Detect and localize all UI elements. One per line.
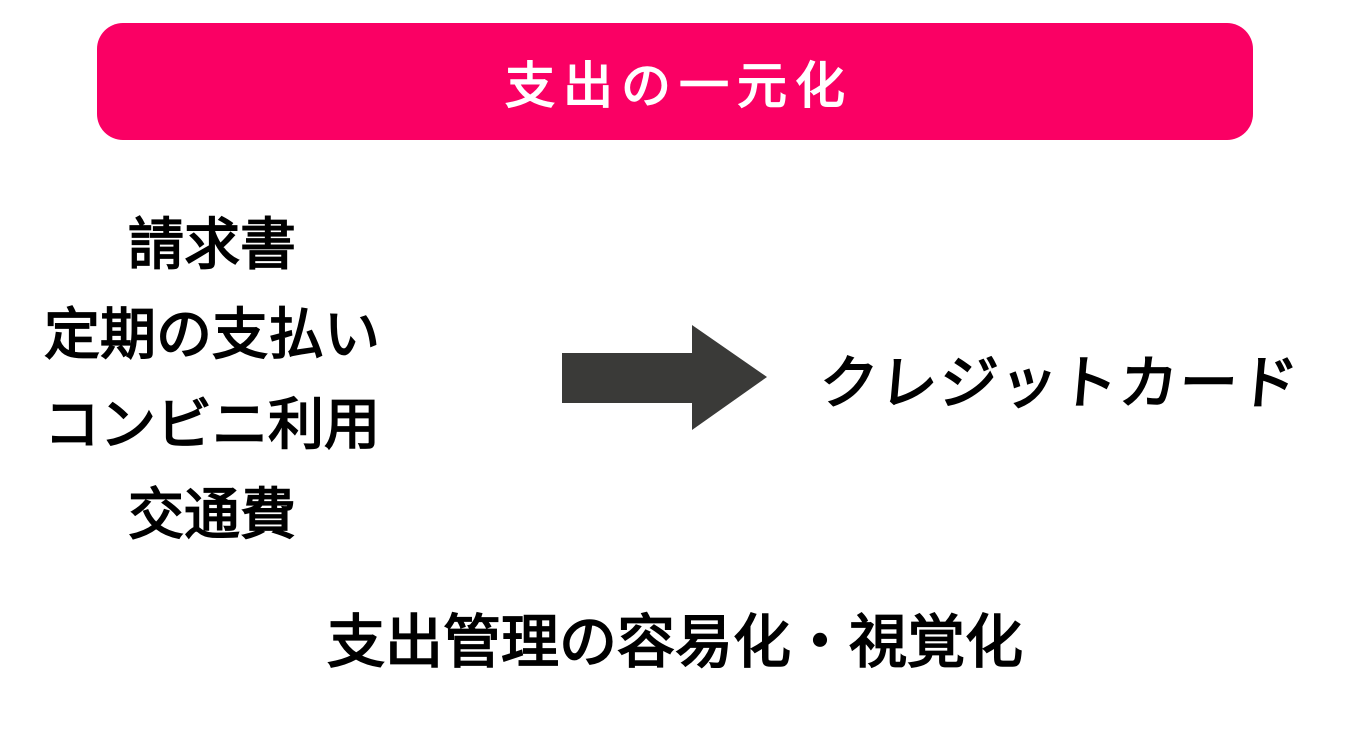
source-item-recurring-payments: 定期の支払い <box>44 303 380 366</box>
source-item-convenience-store: コンビニ利用 <box>44 393 380 456</box>
diagram-title: 支出の一元化 <box>505 57 853 114</box>
source-item-transportation: 交通費 <box>128 483 296 546</box>
result-caption: 支出管理の容易化・視覚化 <box>326 610 1023 675</box>
right-block-arrow-icon <box>562 325 767 430</box>
source-item-invoice: 請求書 <box>128 213 296 276</box>
target-box: クレジットカード <box>780 325 1340 430</box>
title-banner: 支出の一元化 <box>97 23 1253 140</box>
expense-sources-list: 請求書 定期の支払い コンビニ利用 交通費 <box>0 200 424 560</box>
credit-card-label: クレジットカード <box>816 350 1303 416</box>
